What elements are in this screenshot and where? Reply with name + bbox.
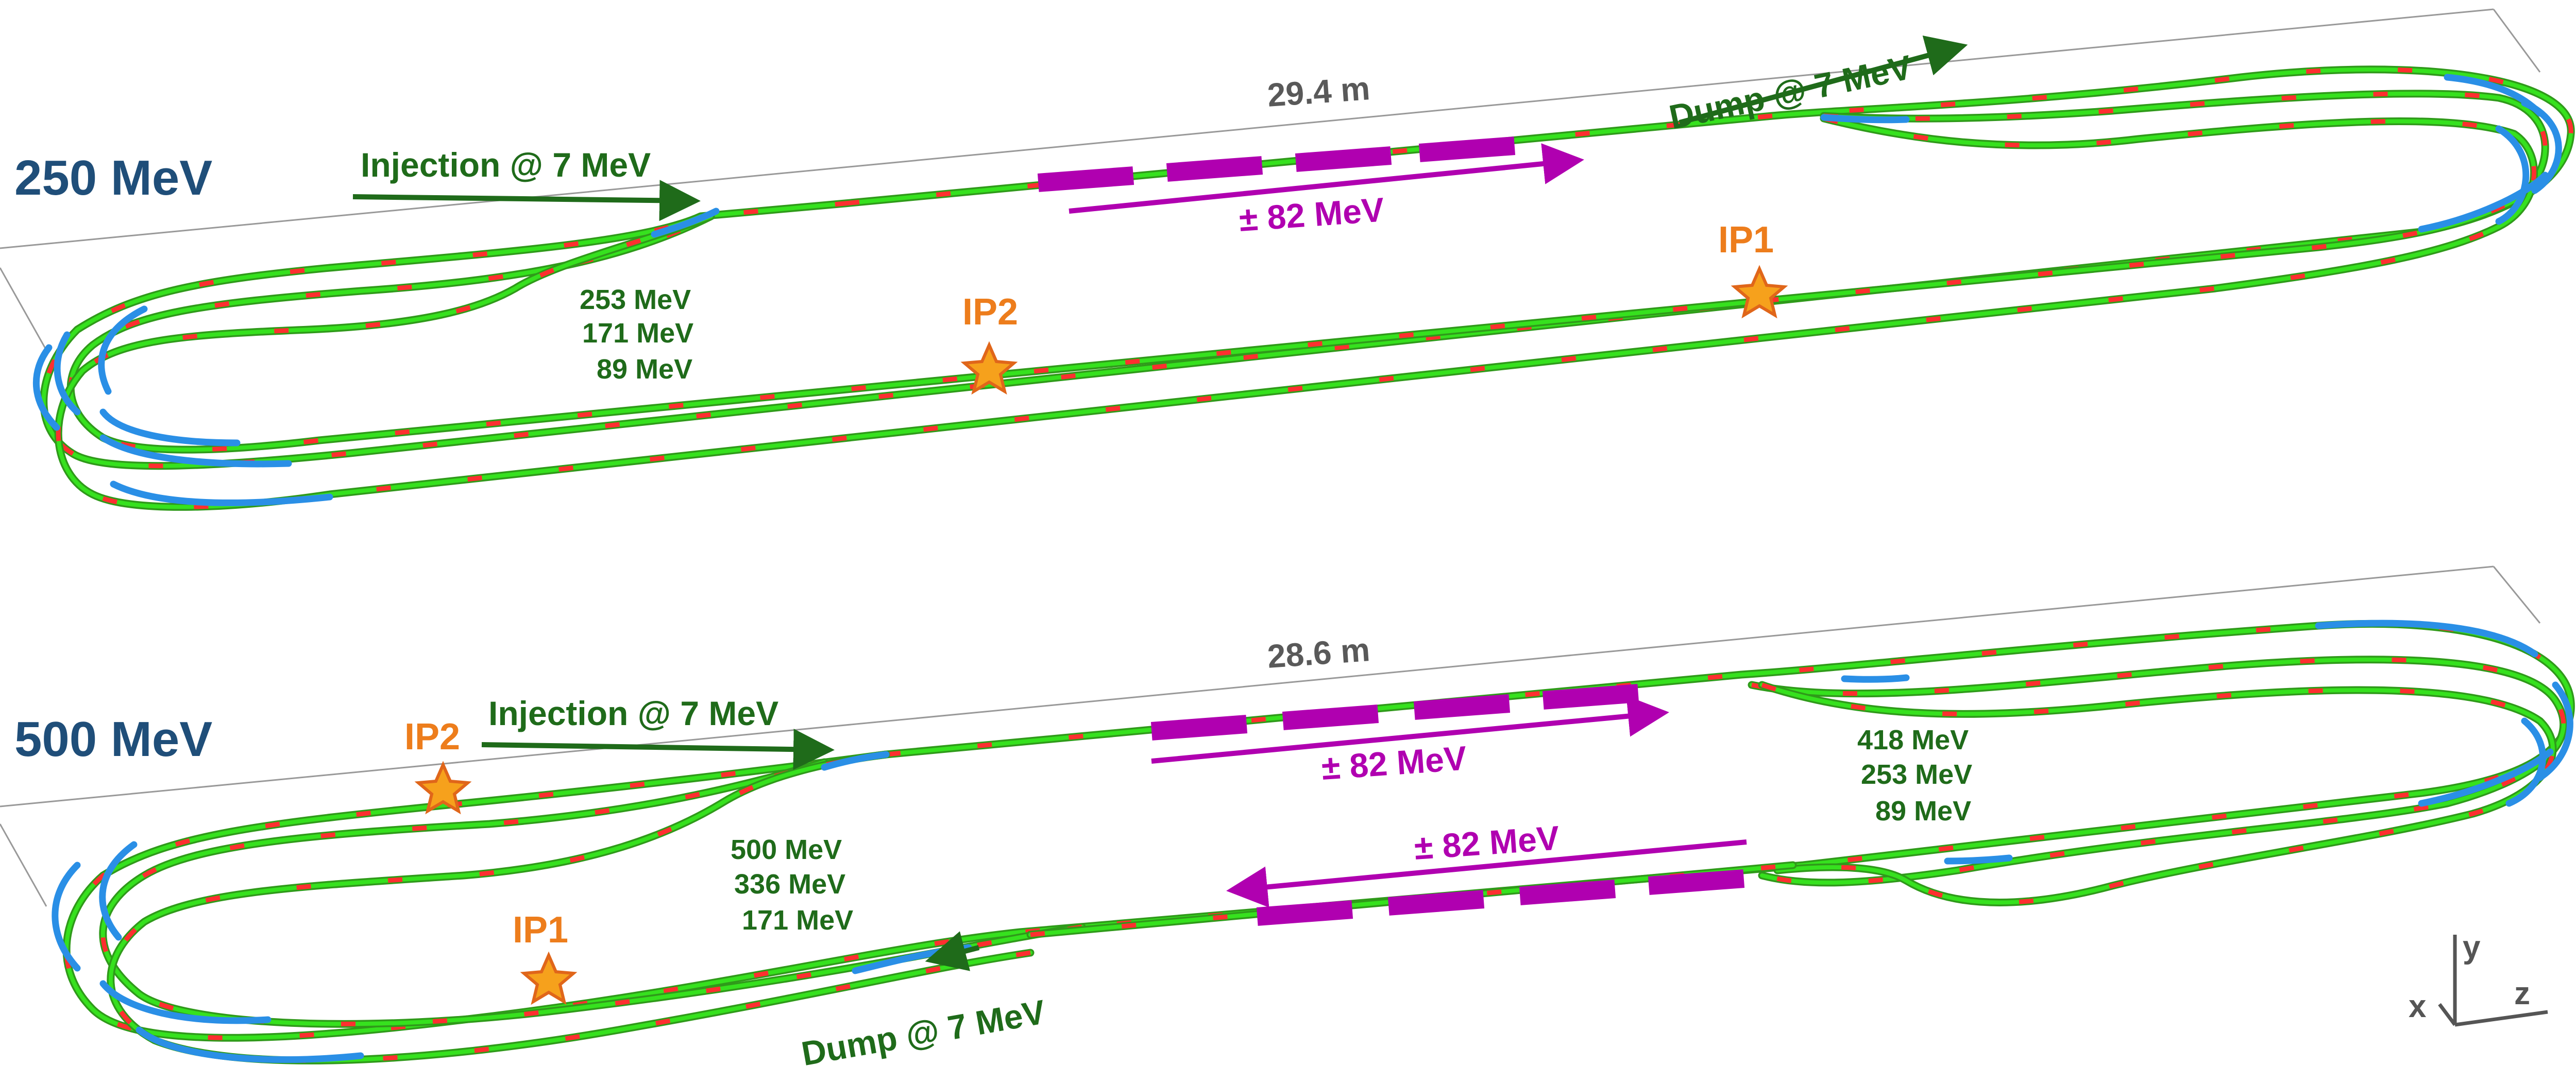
bottom-linac1-label: ± 82 MeV — [1320, 738, 1468, 786]
bottom-dump-label: Dump @ 7 MeV — [799, 992, 1048, 1073]
axis-z-line — [2454, 1010, 2548, 1027]
bottom-recirculation-beamlines — [52, 620, 2575, 1064]
top-track-middle-red — [68, 91, 2548, 452]
bottom-ip2-star — [414, 761, 472, 815]
top-track-outer-base — [40, 65, 2575, 470]
bottom-dipole-1 — [52, 862, 81, 972]
axes-triad: y z x — [2409, 930, 2548, 1027]
bottom-linac1-cavity-1 — [1150, 715, 1248, 741]
bottom-dipole-12 — [1944, 854, 2013, 865]
bottom-layout: 500 MeV 28.6 m Injection @ 7 MeV Dump @ … — [0, 565, 2575, 1073]
bottom-injection-label: Injection @ 7 MeV — [488, 694, 778, 732]
top-dipole-5 — [99, 434, 292, 468]
top-dipole-12 — [1820, 114, 1910, 124]
bottom-linac1-cavity-3 — [1413, 694, 1511, 720]
top-dipole-8 — [2495, 125, 2530, 225]
top-dimension-line — [0, 8, 2494, 249]
bottom-linac2-cavity-1 — [1256, 900, 1353, 926]
bottom-length-label: 28.6 m — [1266, 631, 1371, 675]
top-dipole-6 — [110, 480, 333, 506]
top-linac-cavity-2 — [1166, 156, 1263, 182]
bottom-track-outer-base — [62, 620, 2575, 1042]
top-ip2-label: IP2 — [962, 291, 1018, 333]
top-arc-energy-1: 253 MeV — [580, 284, 691, 315]
bottom-ip1-label: IP1 — [513, 909, 568, 951]
top-layout: 250 MeV 29.4 m Injection @ 7 MeV Dump @ … — [0, 8, 2575, 511]
bottom-dipole-6 — [2505, 717, 2546, 807]
bottom-linac1-cavity-2 — [1282, 704, 1379, 730]
bottom-linac1-cavity-4 — [1542, 684, 1639, 710]
top-dipole-3 — [98, 305, 148, 395]
bottom-east-arc-energy-3: 89 MeV — [1875, 796, 1971, 827]
bottom-dipole-11 — [1841, 674, 1910, 683]
top-dipole-1 — [32, 344, 60, 431]
bottom-track-outer-green — [64, 622, 2573, 1040]
bottom-linac2-cavity-2 — [1387, 890, 1485, 916]
bottom-dimension-line — [0, 565, 2494, 807]
bottom-dipole-7 — [2418, 748, 2554, 807]
bottom-dipole-8 — [2315, 620, 2538, 658]
bottom-linac2-cavities — [1256, 869, 1745, 926]
bottom-dipole-2 — [99, 841, 138, 941]
bottom-dump-arrow — [925, 931, 980, 971]
top-dump-arrow — [1679, 36, 1968, 125]
axis-y-label: y — [2463, 930, 2481, 965]
bottom-linac2-arrow — [1226, 839, 1747, 908]
top-track-outer-red — [41, 67, 2573, 469]
bottom-dimension-tick-left — [0, 823, 47, 907]
bottom-injection-arrow — [481, 729, 835, 770]
top-linac-cavities — [1037, 136, 1516, 192]
top-length-label: 29.4 m — [1266, 70, 1371, 114]
bottom-track-outer-red — [64, 621, 2573, 1040]
bottom-ip1-star — [520, 951, 578, 1005]
top-dipole-9 — [2418, 171, 2549, 233]
bottom-ip2-label: IP2 — [404, 716, 460, 758]
top-dipole-10 — [2444, 74, 2544, 117]
top-energy-label: 250 MeV — [14, 150, 212, 205]
axis-x-label: x — [2409, 989, 2427, 1024]
bottom-linac2-cavity-3 — [1519, 880, 1616, 905]
top-recirculation-beamlines — [32, 65, 2575, 511]
top-linac-cavity-1 — [1037, 166, 1134, 192]
top-linac-label: ± 82 MeV — [1238, 190, 1385, 238]
top-linac-cavity-4 — [1418, 136, 1516, 162]
top-ip2-star — [960, 341, 1018, 395]
bottom-west-arc-energy-2: 336 MeV — [734, 869, 845, 900]
bottom-linac1-arrow — [1151, 695, 1669, 764]
top-injection-arrow — [352, 180, 701, 221]
bottom-linac1-cavities — [1150, 684, 1639, 741]
axis-z-label: z — [2514, 976, 2530, 1011]
top-dimension-tick-left — [0, 267, 47, 351]
top-dipole-11 — [651, 208, 720, 238]
bottom-dipole-5 — [2536, 681, 2573, 781]
bottom-dipole-4 — [135, 1026, 364, 1063]
bottom-east-arc-energy-1: 418 MeV — [1857, 725, 1969, 755]
top-dipole-2 — [54, 331, 81, 416]
top-linac-arrow — [1069, 143, 1584, 214]
top-ip1-label: IP1 — [1718, 219, 1774, 261]
bottom-track-middle-red — [100, 657, 2566, 1026]
top-dimension-tick-right — [2493, 9, 2541, 73]
top-track-outer-green — [41, 67, 2573, 468]
top-dipole-4 — [99, 408, 241, 446]
bottom-dipole-3 — [99, 980, 272, 1024]
bottom-linac2-cavity-4 — [1648, 869, 1745, 895]
bottom-west-arc-energy-3: 171 MeV — [742, 905, 853, 936]
top-ip1-star — [1731, 265, 1788, 319]
axis-x-line — [2438, 1003, 2456, 1026]
bottom-east-arc-energy-2: 253 MeV — [1861, 759, 1972, 790]
bottom-energy-label: 500 MeV — [14, 712, 212, 767]
bottom-dimension-tick-right — [2493, 566, 2541, 624]
top-linac-cavity-3 — [1295, 146, 1392, 172]
top-arc-energy-2: 171 MeV — [582, 318, 693, 349]
top-arc-energy-3: 89 MeV — [597, 354, 692, 385]
bottom-west-arc-energy-1: 500 MeV — [731, 834, 842, 865]
top-injection-label: Injection @ 7 MeV — [361, 146, 651, 184]
